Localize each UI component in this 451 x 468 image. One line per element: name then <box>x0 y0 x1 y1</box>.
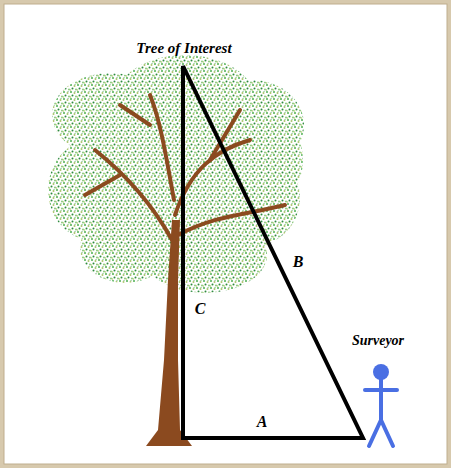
right-triangle <box>183 66 363 438</box>
tree-title: Tree of Interest <box>136 41 231 56</box>
tree-trunk <box>146 220 192 446</box>
figure-label: Surveyor <box>352 334 404 348</box>
side-label: A <box>257 414 268 430</box>
side-label: C <box>195 301 206 317</box>
surveyor-figure <box>365 364 397 446</box>
side-label: B <box>293 254 304 270</box>
